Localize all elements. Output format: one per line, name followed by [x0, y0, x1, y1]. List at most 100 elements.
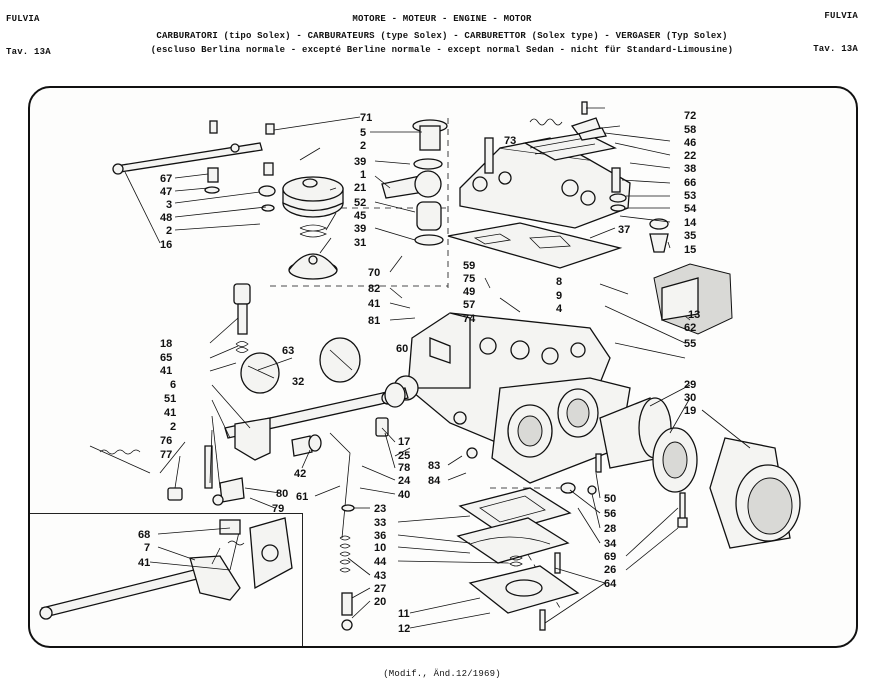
callout-79: 79 [272, 503, 284, 515]
callout-1: 1 [360, 169, 366, 181]
callout-39b: 39 [354, 223, 366, 235]
callout-41: 41 [368, 298, 380, 310]
callout-31: 31 [354, 237, 366, 249]
section-title: MOTORE - MOTEUR - ENGINE - MOTOR [352, 14, 532, 24]
callout-66: 66 [684, 177, 696, 189]
callout-38: 38 [684, 163, 696, 175]
callout-16: 16 [160, 239, 172, 251]
bottom-diaphragm-stack [456, 487, 580, 631]
callout-25: 25 [398, 450, 410, 462]
callout-13: 13 [688, 309, 700, 321]
callout-76: 76 [160, 435, 172, 447]
callout-26: 26 [604, 564, 616, 576]
modification-note: (Modif., Änd.12/1969) [383, 669, 501, 679]
small-fittings [291, 382, 478, 512]
callout-81: 81 [368, 315, 380, 327]
callout-28: 28 [604, 523, 616, 535]
callout-45: 45 [354, 210, 366, 222]
air-horn-tubes [599, 397, 801, 549]
callout-18: 18 [160, 338, 172, 350]
callout-29: 29 [684, 379, 696, 391]
callout-30: 30 [684, 392, 696, 404]
callout-41d: 41 [138, 557, 150, 569]
linkage-rod-and-spring [89, 445, 245, 506]
callout-7: 7 [144, 542, 150, 554]
part-number-labels: 71 5 2 39 1 21 52 45 39 31 67 47 3 48 2 … [138, 110, 700, 635]
carburettor-exploded-drawing: 71 5 2 39 1 21 52 45 39 31 67 47 3 48 2 … [39, 101, 801, 635]
throttle-plates [240, 337, 361, 394]
callout-72: 72 [684, 110, 696, 122]
callout-67: 67 [160, 173, 172, 185]
callout-73: 73 [504, 135, 516, 147]
exclusion-note: (escluso Berlina normale - excepté Berli… [150, 45, 734, 55]
callout-48: 48 [160, 212, 172, 224]
callout-39: 39 [354, 156, 366, 168]
callout-6: 6 [170, 379, 176, 391]
callout-4: 4 [556, 303, 563, 315]
callout-59: 59 [463, 260, 475, 272]
callout-36: 36 [374, 530, 386, 542]
callout-70: 70 [368, 267, 380, 279]
callout-78: 78 [398, 462, 410, 474]
callout-32: 32 [292, 376, 304, 388]
callout-2: 2 [360, 140, 366, 152]
throttle-link-bar [112, 142, 263, 175]
callout-63: 63 [282, 345, 294, 357]
table-number-right: Tav. 13A [813, 44, 858, 54]
accelerator-pump-cover [282, 176, 344, 280]
callout-5: 5 [360, 127, 366, 139]
callout-74: 74 [463, 313, 476, 325]
inset-linkage-detail [39, 517, 293, 620]
float [599, 263, 733, 335]
callout-24: 24 [398, 475, 411, 487]
callout-71: 71 [360, 112, 372, 124]
callout-43: 43 [374, 570, 386, 582]
callout-84: 84 [428, 475, 441, 487]
callout-44: 44 [374, 556, 387, 568]
callout-9: 9 [556, 290, 562, 302]
callout-54: 54 [684, 203, 697, 215]
screw-set-top-left [204, 120, 276, 212]
callout-80: 80 [276, 488, 288, 500]
fuel-inlet-banjo [381, 119, 448, 246]
callout-14: 14 [684, 217, 697, 229]
callout-64: 64 [604, 578, 617, 590]
callout-8: 8 [556, 276, 562, 288]
callout-15: 15 [684, 244, 696, 256]
callout-19: 19 [684, 405, 696, 417]
callout-83: 83 [428, 460, 440, 472]
callout-51: 51 [164, 393, 176, 405]
choke-spring-link [529, 101, 601, 135]
callout-22: 22 [684, 150, 696, 162]
callout-49: 49 [463, 286, 475, 298]
callout-56: 56 [604, 508, 616, 520]
pump-rod [329, 432, 353, 631]
callout-2b: 2 [166, 225, 172, 237]
callout-21: 21 [354, 182, 366, 194]
callout-60: 60 [396, 343, 408, 355]
callout-37: 37 [618, 224, 630, 236]
needle-valve-assembly [609, 167, 669, 253]
carburettor-top-cover [459, 127, 631, 229]
callout-46: 46 [684, 137, 696, 149]
callout-11: 11 [398, 608, 410, 620]
callout-75: 75 [463, 273, 475, 285]
callout-27: 27 [374, 583, 386, 595]
callout-77: 77 [160, 449, 172, 461]
page-title: CARBURATORI (tipo Solex) - CARBURATEURS … [156, 31, 728, 41]
callout-50: 50 [604, 493, 616, 505]
inset-detail-box [30, 513, 303, 646]
leader-lines [124, 107, 751, 629]
model-left: FULVIA [6, 14, 40, 24]
callout-40: 40 [398, 489, 410, 501]
callout-57: 57 [463, 299, 475, 311]
callout-62: 62 [684, 322, 696, 334]
callout-41c: 41 [164, 407, 176, 419]
callout-47: 47 [160, 186, 172, 198]
callout-35: 35 [684, 230, 696, 242]
callout-53: 53 [684, 190, 696, 202]
model-right: FULVIA [824, 11, 858, 21]
callout-41b: 41 [160, 365, 172, 377]
callout-2c: 2 [170, 421, 176, 433]
callout-33: 33 [374, 517, 386, 529]
